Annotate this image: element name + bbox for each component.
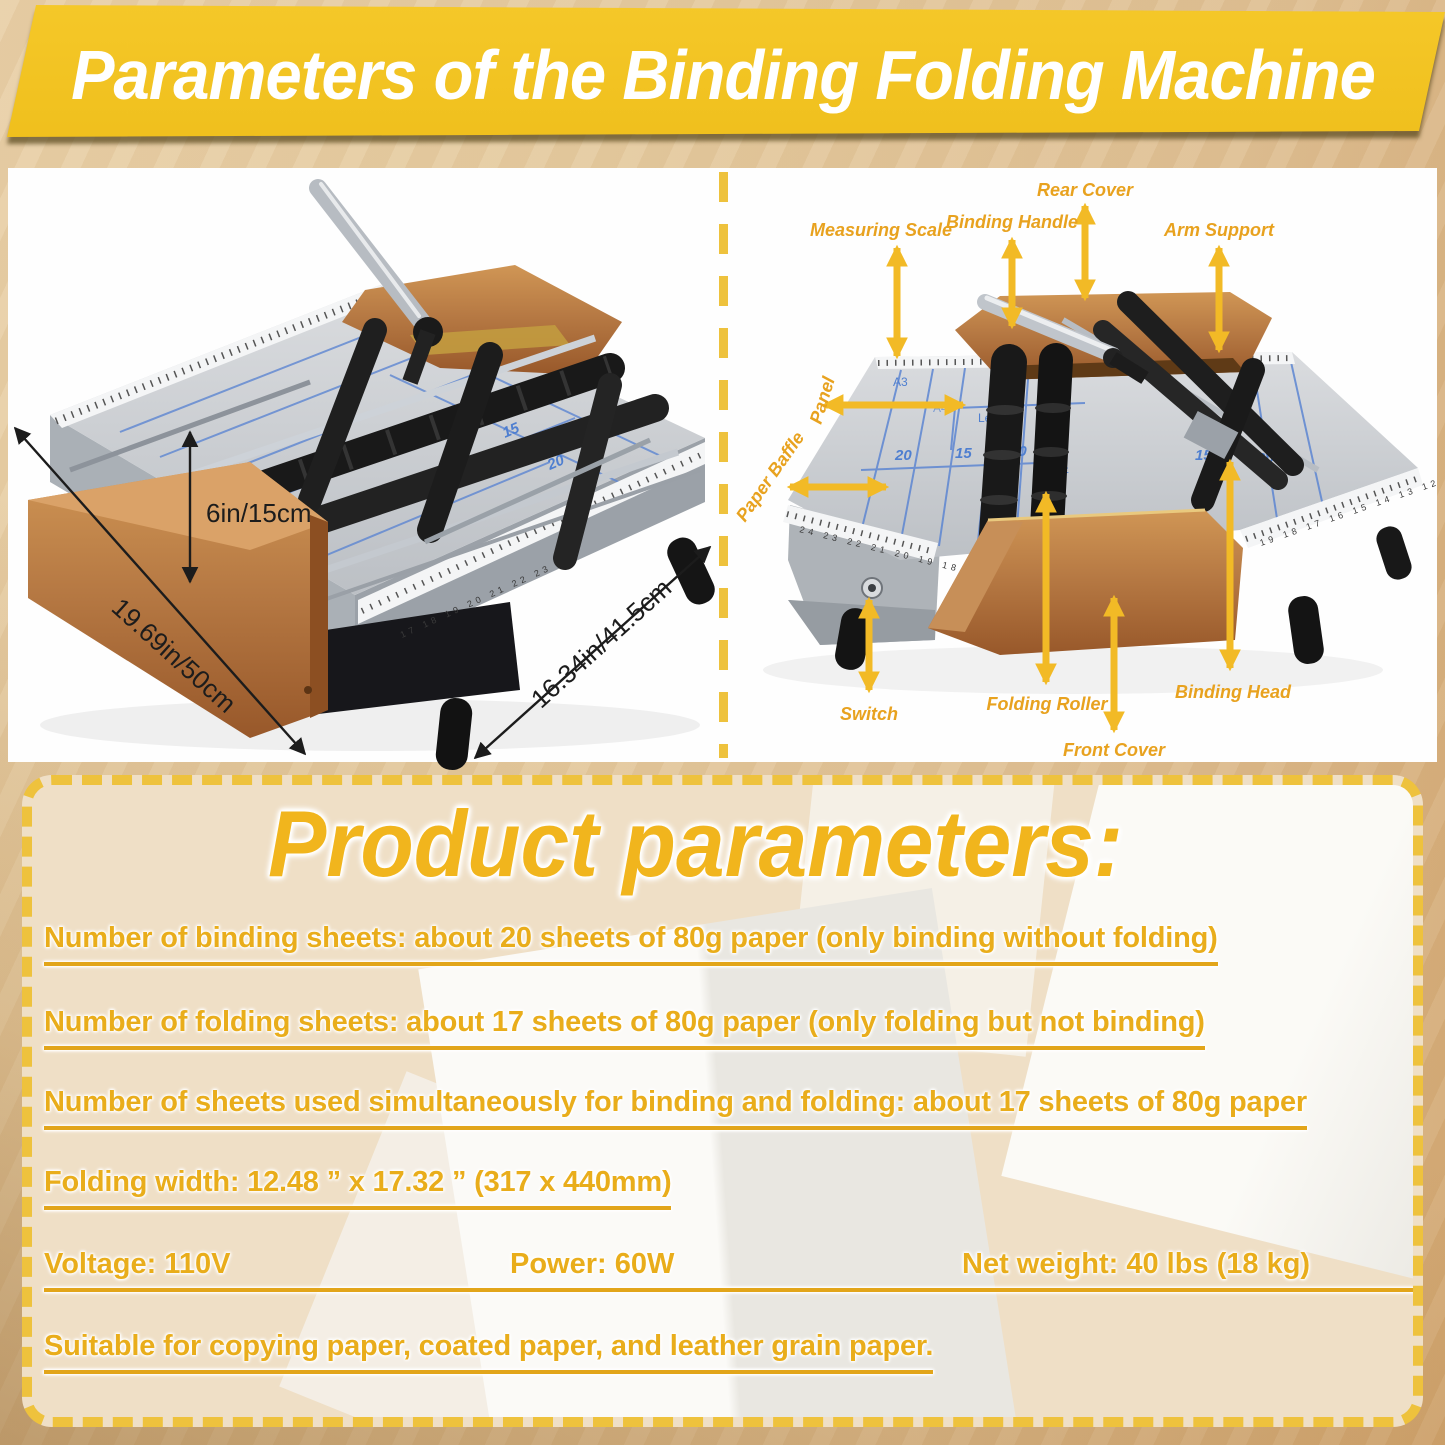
label-binding-head: Binding Head — [1175, 682, 1292, 702]
deck-mark-a3: A3 — [893, 375, 908, 389]
deck-mark-15: 15 — [955, 445, 972, 462]
width-arrow — [13, 426, 307, 756]
label-folding-roller: Folding Roller — [987, 694, 1109, 714]
label-arm-support: Arm Support — [1163, 220, 1275, 240]
label-front-cover: Front Cover — [1063, 740, 1166, 760]
param-folding-width: Folding width: 12.48 ” x 17.32 ” (317 x … — [44, 1166, 672, 1210]
callout-arrows — [786, 202, 1241, 734]
label-measuring-scale: Measuring Scale — [810, 220, 952, 240]
machine-body: 15 20 17 18 19 20 21 22 23 24 — [28, 179, 715, 770]
title-banner: Parameters of the Binding Folding Machin… — [0, 0, 1445, 150]
machine-parts-illustration: A3 A4 Letter 20 15 10 十六开 15 20 24 23 22… — [732, 180, 1441, 760]
deck-mark-15: 15 — [500, 419, 523, 441]
title-banner-shape: Parameters of the Binding Folding Machin… — [7, 5, 1445, 137]
param-electrical-row: Voltage: 110V Power: 60W Net weight: 40 … — [44, 1248, 1413, 1292]
panel-divider — [719, 172, 728, 758]
param-simultaneous-sheets: Number of sheets used simultaneously for… — [44, 1086, 1307, 1130]
label-switch: Switch — [840, 704, 898, 724]
height-dimension: 6in/15cm — [206, 498, 312, 528]
page-title: Parameters of the Binding Folding Machin… — [70, 36, 1376, 114]
depth-arrow — [473, 545, 712, 760]
deck-mark-20: 20 — [894, 447, 912, 464]
product-parameters-panel: Product parameters: Number of binding sh… — [22, 775, 1423, 1427]
param-power: Power: 60W — [510, 1248, 675, 1280]
param-suitable-paper: Suitable for copying paper, coated paper… — [44, 1330, 933, 1374]
label-panel: Panel — [806, 373, 839, 426]
arm-support-shape — [1117, 291, 1304, 476]
param-voltage: Voltage: 110V — [44, 1248, 231, 1280]
machine-dimensions-illustration: 15 20 17 18 19 20 21 22 23 24 — [13, 179, 715, 770]
param-binding-sheets: Number of binding sheets: about 20 sheet… — [44, 922, 1218, 966]
section-title: Product parameters: — [268, 791, 1124, 896]
label-rear-cover: Rear Cover — [1037, 180, 1134, 200]
param-folding-sheets: Number of folding sheets: about 17 sheet… — [44, 1006, 1205, 1050]
param-net-weight: Net weight: 40 lbs (18 kg) — [962, 1248, 1311, 1280]
depth-dimension: 16.34in/41.5cm — [525, 573, 677, 714]
label-binding-handle: Binding Handle — [946, 212, 1078, 232]
